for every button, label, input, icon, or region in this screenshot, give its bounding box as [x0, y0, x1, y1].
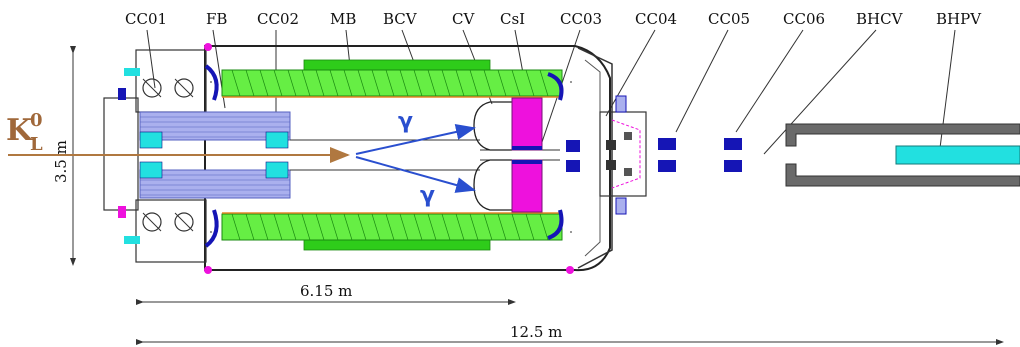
label-cc06: CC06 — [783, 10, 825, 28]
cc02-block-top — [265, 131, 289, 149]
cc01-block-top — [139, 131, 163, 149]
cc06-top — [724, 138, 742, 150]
length-total-label: 12.5 m — [510, 323, 562, 341]
leader-cc06 — [735, 29, 804, 133]
label-bhpv: BHPV — [936, 10, 982, 28]
length-main-label: 6.15 m — [300, 282, 352, 300]
mb-top — [303, 59, 491, 71]
fb-stripes — [140, 116, 290, 196]
label-csi: CsI — [500, 10, 525, 28]
gamma-label-top: γ — [398, 109, 413, 134]
cv-top — [473, 101, 512, 151]
leader-cc05 — [675, 29, 729, 133]
cc03-top — [566, 140, 580, 152]
kl-symbol: K — [6, 113, 33, 148]
cc03-bottom — [566, 160, 580, 172]
cc01-block-bottom — [139, 161, 163, 179]
component-labels: CC01 FB CC02 MB BCV CV CsI CC03 CC04 CC0… — [125, 10, 982, 28]
label-cv: CV — [452, 10, 475, 28]
cv-bottom — [473, 159, 512, 211]
gamma-arrow-bottom — [355, 156, 476, 193]
csi-top — [511, 97, 543, 151]
leader-bhcv — [763, 29, 877, 155]
cc05-top — [658, 138, 676, 150]
label-cc03: CC03 — [560, 10, 602, 28]
bhpv-block — [895, 145, 1020, 165]
barrel-top — [221, 69, 563, 97]
cc01-ring-bottom — [142, 212, 162, 232]
cc06-bottom — [724, 160, 742, 172]
beam-hole-section — [785, 123, 1020, 187]
label-bcv: BCV — [383, 10, 418, 28]
cc04-assembly — [599, 95, 647, 215]
barrel-bottom — [221, 213, 563, 241]
length-dimensions: 6.15 m 12.5 m — [136, 282, 1004, 345]
csi-bottom — [511, 159, 543, 213]
bh-top-wall — [785, 123, 1020, 147]
label-bhcv: BHCV — [856, 10, 904, 28]
barrel-stripes — [231, 69, 549, 241]
cc05-bottom — [658, 160, 676, 172]
downstream-counters — [658, 138, 742, 172]
cc01-ring-top — [142, 78, 162, 98]
fb-bottom — [139, 169, 291, 199]
bh-bottom-wall — [785, 163, 1020, 187]
end-flange — [577, 47, 613, 269]
label-cc04: CC04 — [635, 10, 677, 28]
leader-cc01 — [146, 29, 156, 89]
beam-and-photons: γ γ K 0 L — [6, 109, 476, 208]
cc02-block-bottom — [265, 161, 289, 179]
fb-top — [139, 111, 291, 141]
label-cc01: CC01 — [125, 10, 167, 28]
vessel-outline — [204, 45, 611, 272]
gamma-arrow-top — [355, 124, 476, 155]
label-mb: MB — [330, 10, 356, 28]
label-fb: FB — [206, 10, 227, 28]
height-label: 3.5 m — [52, 140, 70, 183]
gamma-label-bottom: γ — [420, 183, 435, 208]
kl-superscript: 0 — [30, 110, 43, 131]
label-cc02: CC02 — [257, 10, 299, 28]
mb-bottom — [303, 239, 491, 251]
vessel — [103, 43, 613, 274]
label-cc05: CC05 — [708, 10, 750, 28]
kl-subscript: L — [30, 134, 43, 155]
leader-cc04 — [605, 29, 656, 117]
